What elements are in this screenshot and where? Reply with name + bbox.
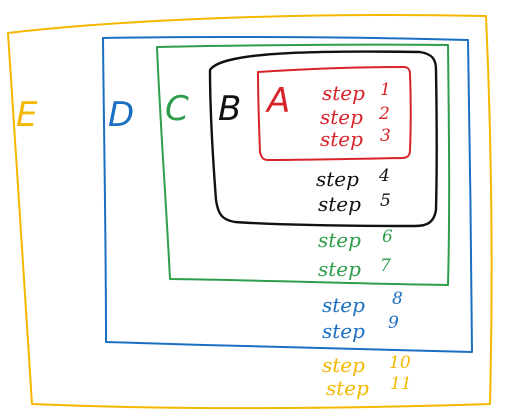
step-number: 7 <box>380 256 391 276</box>
step-11: step 11 <box>326 374 412 400</box>
step-word: step <box>316 167 359 191</box>
step-word: step <box>318 257 361 281</box>
step-number: 4 <box>378 166 390 186</box>
step-8: step 8 <box>322 289 403 317</box>
box-a-outline <box>257 66 412 161</box>
box-d-outline <box>102 35 473 353</box>
box-e-label: E <box>16 95 38 135</box>
step-5: step 5 <box>318 191 391 216</box>
box-a-label: A <box>265 81 290 121</box>
step-word: step <box>320 127 363 151</box>
step-7: step 7 <box>318 256 391 281</box>
step-4: step 4 <box>316 166 390 191</box>
box-e-outline <box>7 13 493 410</box>
step-word: step <box>326 376 369 400</box>
step-word: step <box>322 293 365 317</box>
step-3: step 3 <box>320 126 391 151</box>
step-number: 8 <box>392 289 403 309</box>
step-word: step <box>318 228 361 252</box>
step-word: step <box>322 81 365 105</box>
step-number: 2 <box>378 104 390 124</box>
step-9: step 9 <box>322 313 399 343</box>
step-word: step <box>320 105 363 129</box>
step-number: 1 <box>380 80 391 100</box>
step-1: step 1 <box>322 80 391 105</box>
step-word: step <box>322 353 365 377</box>
box-b-label: B <box>218 89 241 129</box>
step-number: 9 <box>388 313 399 333</box>
box-c-outline <box>156 43 451 286</box>
step-number: 10 <box>389 353 411 373</box>
step-word: step <box>318 192 361 216</box>
step-6: step 6 <box>318 227 393 252</box>
step-number: 11 <box>390 374 412 394</box>
step-number: 5 <box>380 191 391 211</box>
step-number: 6 <box>382 227 393 247</box>
step-word: step <box>322 319 365 343</box>
box-c-label: C <box>165 89 189 129</box>
step-number: 3 <box>380 126 391 146</box>
step-10: step 10 <box>322 353 411 377</box>
step-2: step 2 <box>320 104 390 129</box>
box-b-outline <box>208 50 438 228</box>
box-d-label: D <box>108 95 134 135</box>
